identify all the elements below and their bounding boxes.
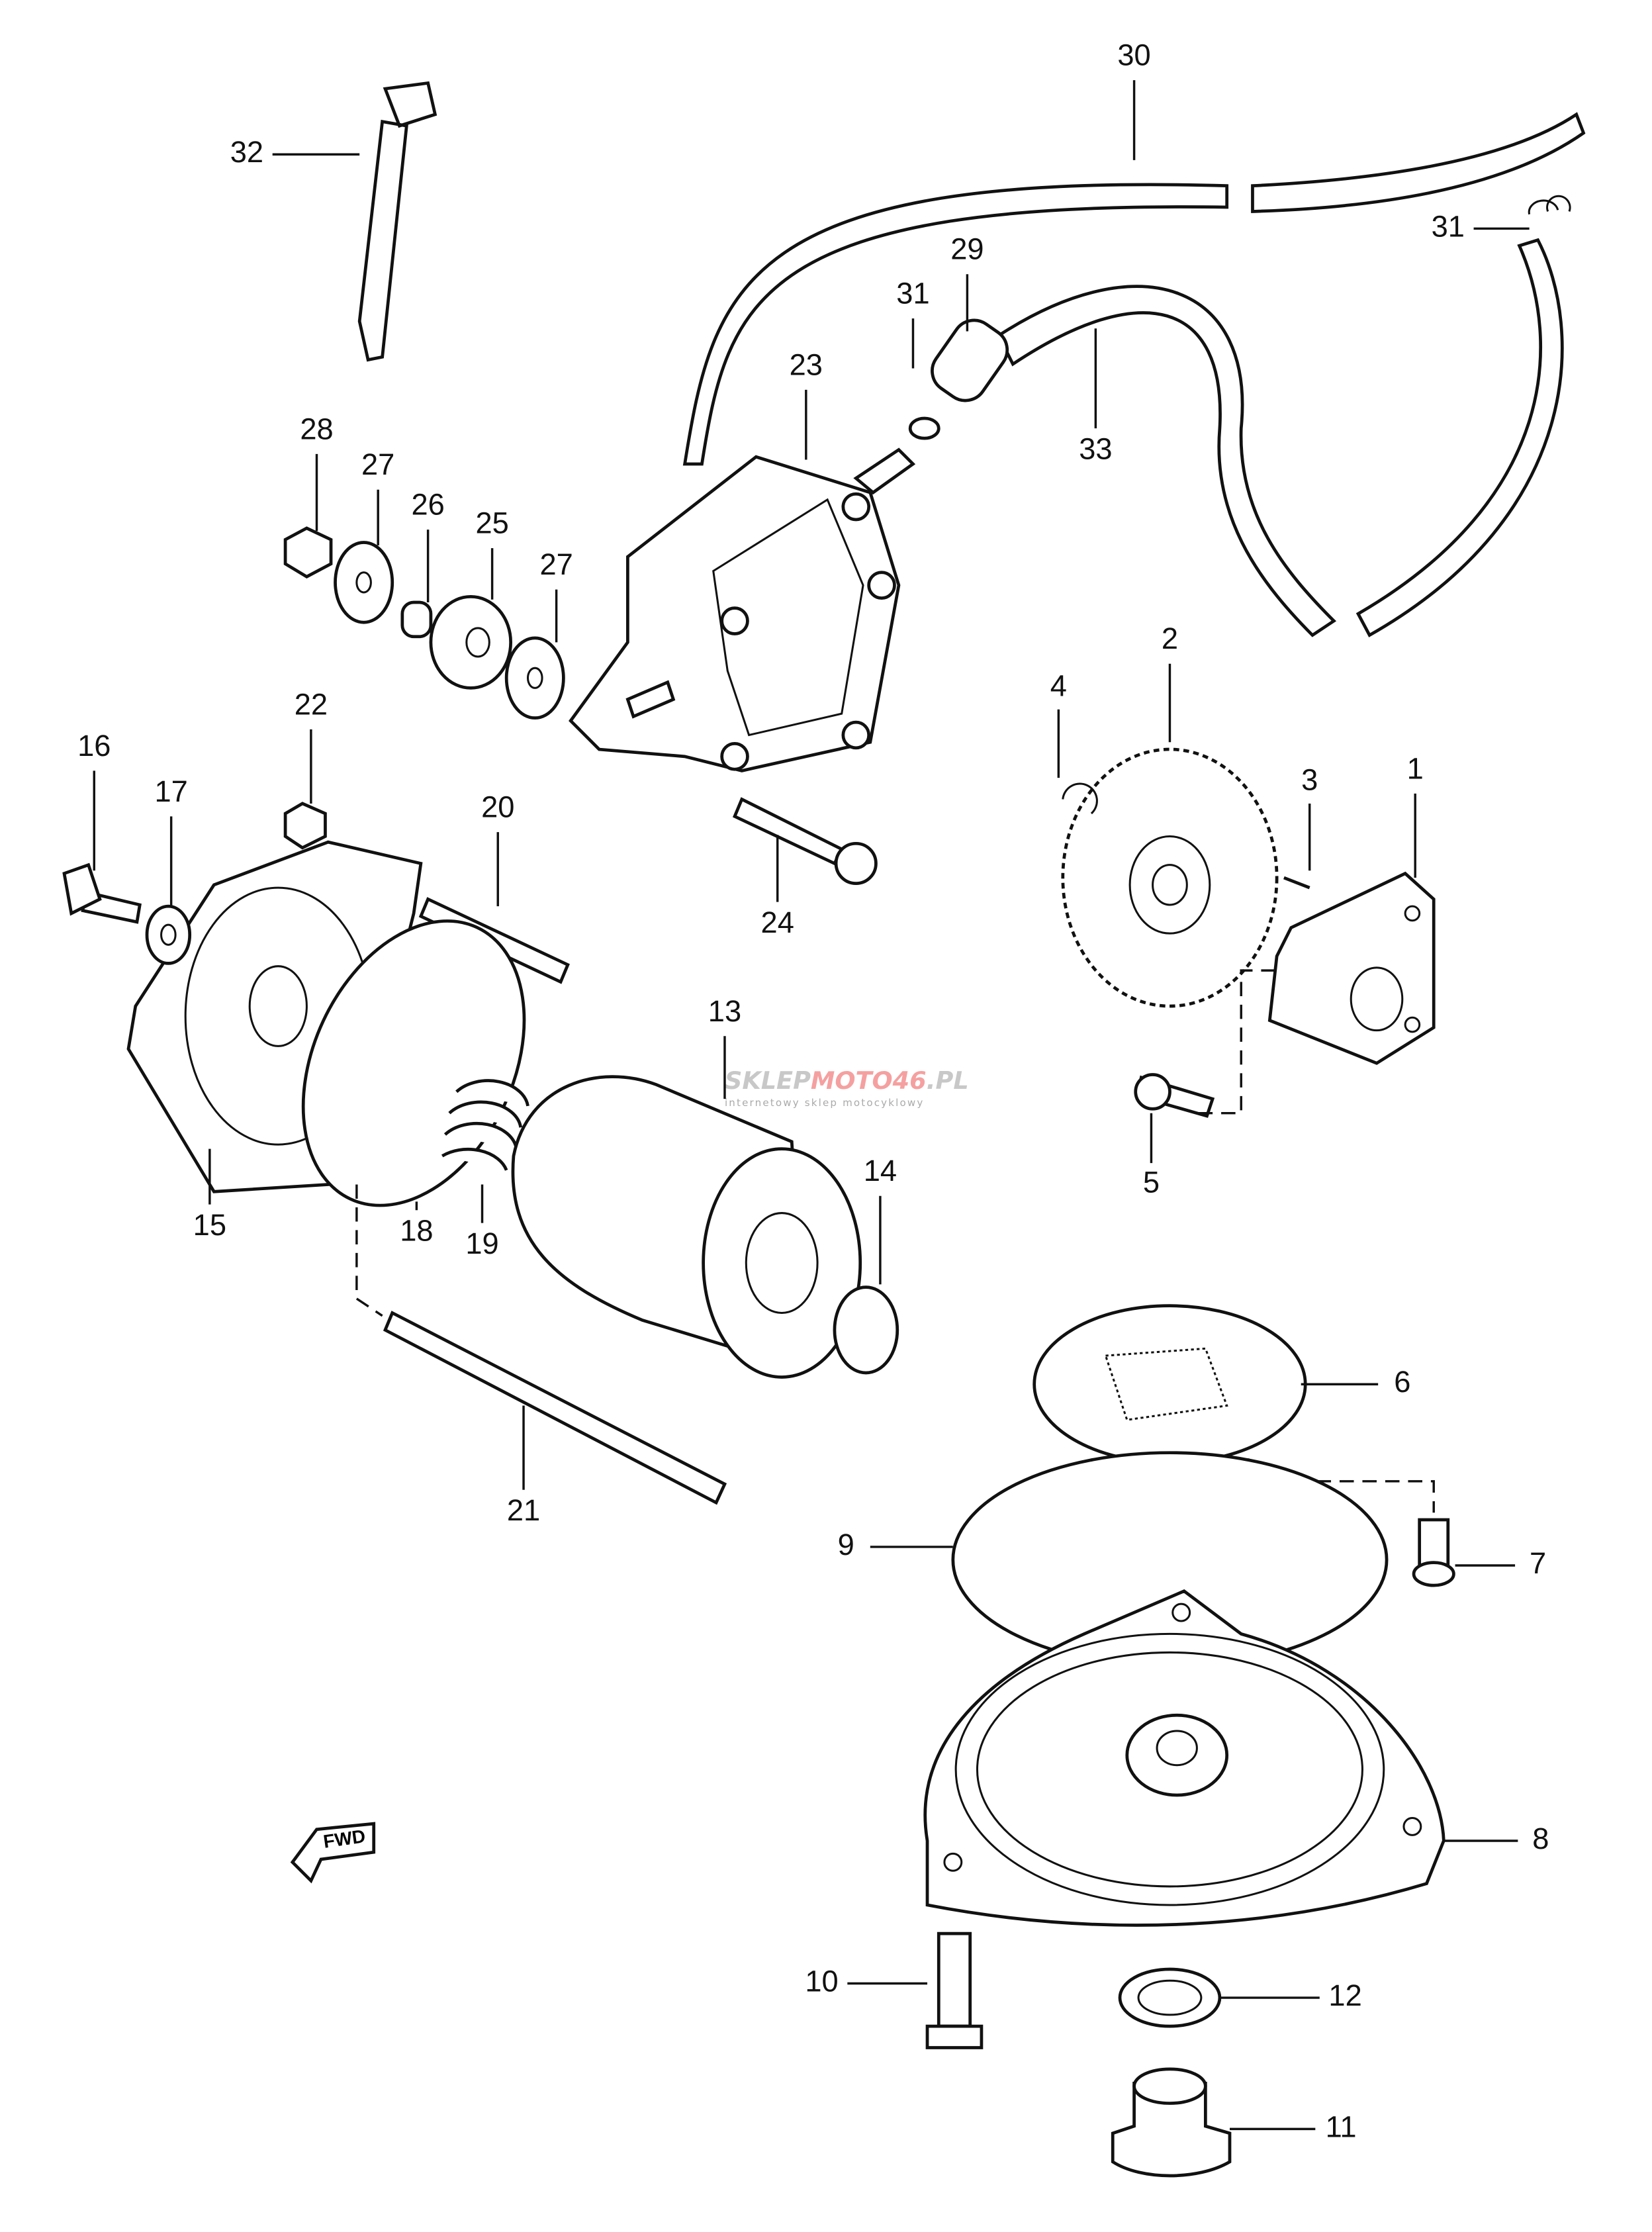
- callout-32: 32: [230, 135, 263, 169]
- callout-16: 16: [77, 729, 111, 763]
- callout-19: 19: [465, 1227, 498, 1260]
- callout-9: 9: [838, 1528, 854, 1561]
- callout-27: 27: [539, 547, 573, 581]
- callout-5: 5: [1143, 1165, 1160, 1199]
- part-washer-27b: [504, 636, 565, 720]
- callout-13: 13: [708, 994, 741, 1028]
- part-circlip-4: [1062, 782, 1098, 815]
- part-bolt-24: [732, 797, 844, 866]
- part-bolt-10: [937, 1931, 972, 2028]
- callout-14: 14: [864, 1154, 897, 1187]
- part-stud-21: [383, 1311, 727, 1505]
- watermark-logo: SKLEPMOTO46.PL internetowy sklep motocyk…: [725, 1066, 969, 1109]
- part-hose-30: [682, 183, 1229, 466]
- part-cable-tie: [357, 81, 437, 362]
- fwd-arrow-icon: FWD: [290, 1822, 376, 1884]
- callout-17: 17: [154, 774, 187, 808]
- callout-12: 12: [1328, 1978, 1361, 2012]
- part-hose-30b: [1251, 112, 1586, 213]
- callout-2: 2: [1162, 622, 1178, 655]
- part-pin-3: [1283, 876, 1310, 890]
- callout-18: 18: [400, 1214, 433, 1248]
- callout-29: 29: [950, 232, 984, 266]
- part-gear-2: [1061, 747, 1279, 1008]
- callout-31: 31: [1432, 209, 1465, 243]
- part-gasket-12: [1118, 1967, 1222, 2028]
- svg-text:internetowy sklep motocyklowy: internetowy sklep motocyklowy: [725, 1097, 924, 1109]
- callout-8: 8: [1532, 1822, 1549, 1855]
- part-nut-22: [283, 802, 327, 850]
- callout-21: 21: [507, 1493, 540, 1527]
- part-grommet-25: [429, 595, 513, 690]
- callout-20: 20: [481, 790, 514, 824]
- part-hose-33: [996, 285, 1337, 637]
- callout-7: 7: [1530, 1546, 1546, 1580]
- part-hose-29: [931, 318, 1009, 402]
- callout-30: 30: [1117, 38, 1150, 72]
- parts: [62, 81, 1586, 2178]
- callout-24: 24: [761, 906, 794, 939]
- callout-6: 6: [1394, 1365, 1410, 1399]
- callout-28: 28: [300, 412, 333, 445]
- part-oil-pump-1: [1267, 871, 1436, 1065]
- part-washer-17: [145, 904, 192, 965]
- part-hose-right: [1355, 238, 1564, 637]
- part-clamp-31-mid: [908, 416, 941, 440]
- part-drain-plug-11: [1111, 2082, 1232, 2178]
- part-o-ring-14: [833, 1285, 899, 1375]
- callout-26: 26: [411, 488, 444, 522]
- part-nut-28: [283, 526, 333, 579]
- part-strainer-6: [1032, 1304, 1307, 1465]
- part-washer-27a: [334, 541, 394, 624]
- svg-text:SKLEPMOTO46.PL: SKLEPMOTO46.PL: [725, 1066, 969, 1095]
- callout-11: 11: [1326, 2110, 1357, 2143]
- callout-23: 23: [790, 348, 823, 381]
- callout-1: 1: [1407, 751, 1424, 785]
- callout-10: 10: [805, 1964, 838, 1998]
- callout-31: 31: [896, 277, 929, 310]
- callout-25: 25: [475, 506, 508, 540]
- callout-27: 27: [361, 447, 394, 481]
- callout-33: 33: [1079, 432, 1112, 466]
- callout-15: 15: [193, 1208, 226, 1242]
- callout-22: 22: [295, 687, 328, 721]
- part-spring-19: [441, 1079, 529, 1171]
- callout-3: 3: [1301, 763, 1318, 797]
- callout-4: 4: [1050, 669, 1067, 702]
- part-collar-26: [400, 600, 433, 639]
- part-clamp-31-right: [1528, 195, 1571, 215]
